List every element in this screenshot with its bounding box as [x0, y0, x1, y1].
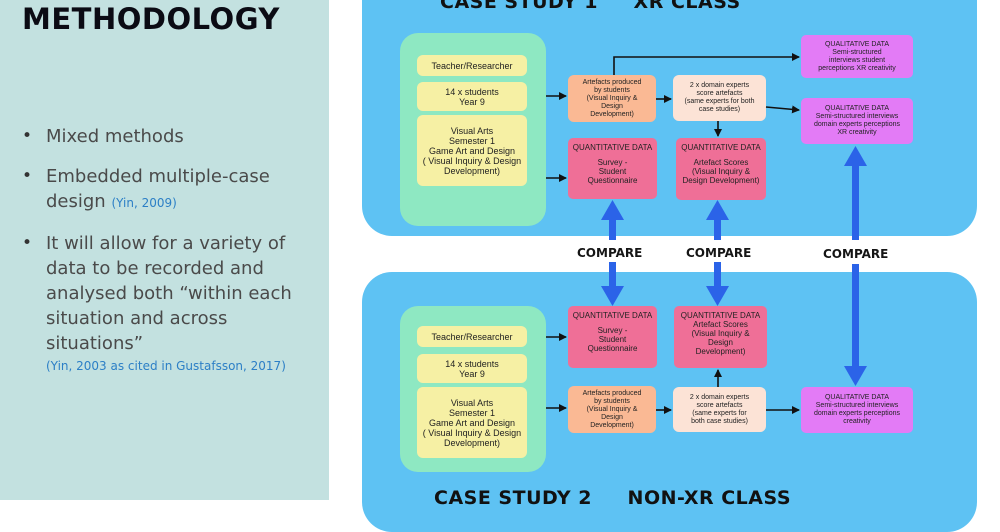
case-study-1-title: CASE STUDY 1 XR CLASS: [440, 0, 741, 13]
case1-qualitative-experts-box: QUALITATIVE DATA Semi-structured intervi…: [801, 98, 913, 144]
compare-label-qualitative: COMPARE: [823, 247, 889, 261]
case2-teacher-box: Teacher/Researcher: [417, 326, 527, 347]
case2-experts-box: 2 x domain experts score artefacts (same…: [673, 387, 766, 432]
bullet-embedded-design: Embedded multiple-case design (Yin, 2009…: [22, 164, 322, 216]
case1-course-box: Visual Arts Semester 1 Game Art and Desi…: [417, 115, 527, 186]
bullet-variety-of-data: It will allow for a variety of data to b…: [22, 231, 322, 373]
compare-label-scores: COMPARE: [686, 246, 752, 260]
case2-artefact-scores-box: QUANTITATIVE DATA Artefact Scores (Visua…: [674, 306, 767, 368]
bullet-mixed-methods: Mixed methods: [22, 124, 322, 149]
case1-survey-box: QUANTITATIVE DATA Survey - Student Quest…: [568, 138, 657, 199]
citation-yin-2003: (Yin, 2003 as cited in Gustafsson, 2017): [46, 359, 286, 373]
compare-label-survey: COMPARE: [577, 246, 643, 260]
case2-students-box: 14 x students Year 9: [417, 354, 527, 383]
case1-artefacts-box: Artefacts produced by students (Visual I…: [568, 75, 656, 122]
case1-students-box: 14 x students Year 9: [417, 82, 527, 111]
case-study-2-title: CASE STUDY 2 NON-XR CLASS: [434, 487, 792, 509]
case2-qualitative-experts-box: QUALITATIVE DATA Semi-structured intervi…: [801, 387, 913, 433]
case1-experts-box: 2 x domain experts score artefacts (same…: [673, 75, 766, 121]
case2-survey-box: QUANTITATIVE DATA Survey - Student Quest…: [568, 306, 657, 368]
case1-artefact-scores-box: QUANTITATIVE DATA Artefact Scores (Visua…: [676, 138, 766, 200]
case1-teacher-box: Teacher/Researcher: [417, 55, 527, 76]
bullet-list: Mixed methods Embedded multiple-case des…: [22, 124, 322, 388]
slide-title: METHODOLOGY: [22, 2, 280, 36]
case2-course-box: Visual Arts Semester 1 Game Art and Desi…: [417, 387, 527, 458]
citation-yin-2009: (Yin, 2009): [111, 196, 177, 210]
case2-artefacts-box: Artefacts produced by students (Visual I…: [568, 386, 656, 433]
case1-qualitative-student-box: QUALITATIVE DATA Semi-structured intervi…: [801, 35, 913, 78]
left-panel: METHODOLOGY Mixed methods Embedded multi…: [0, 0, 329, 500]
